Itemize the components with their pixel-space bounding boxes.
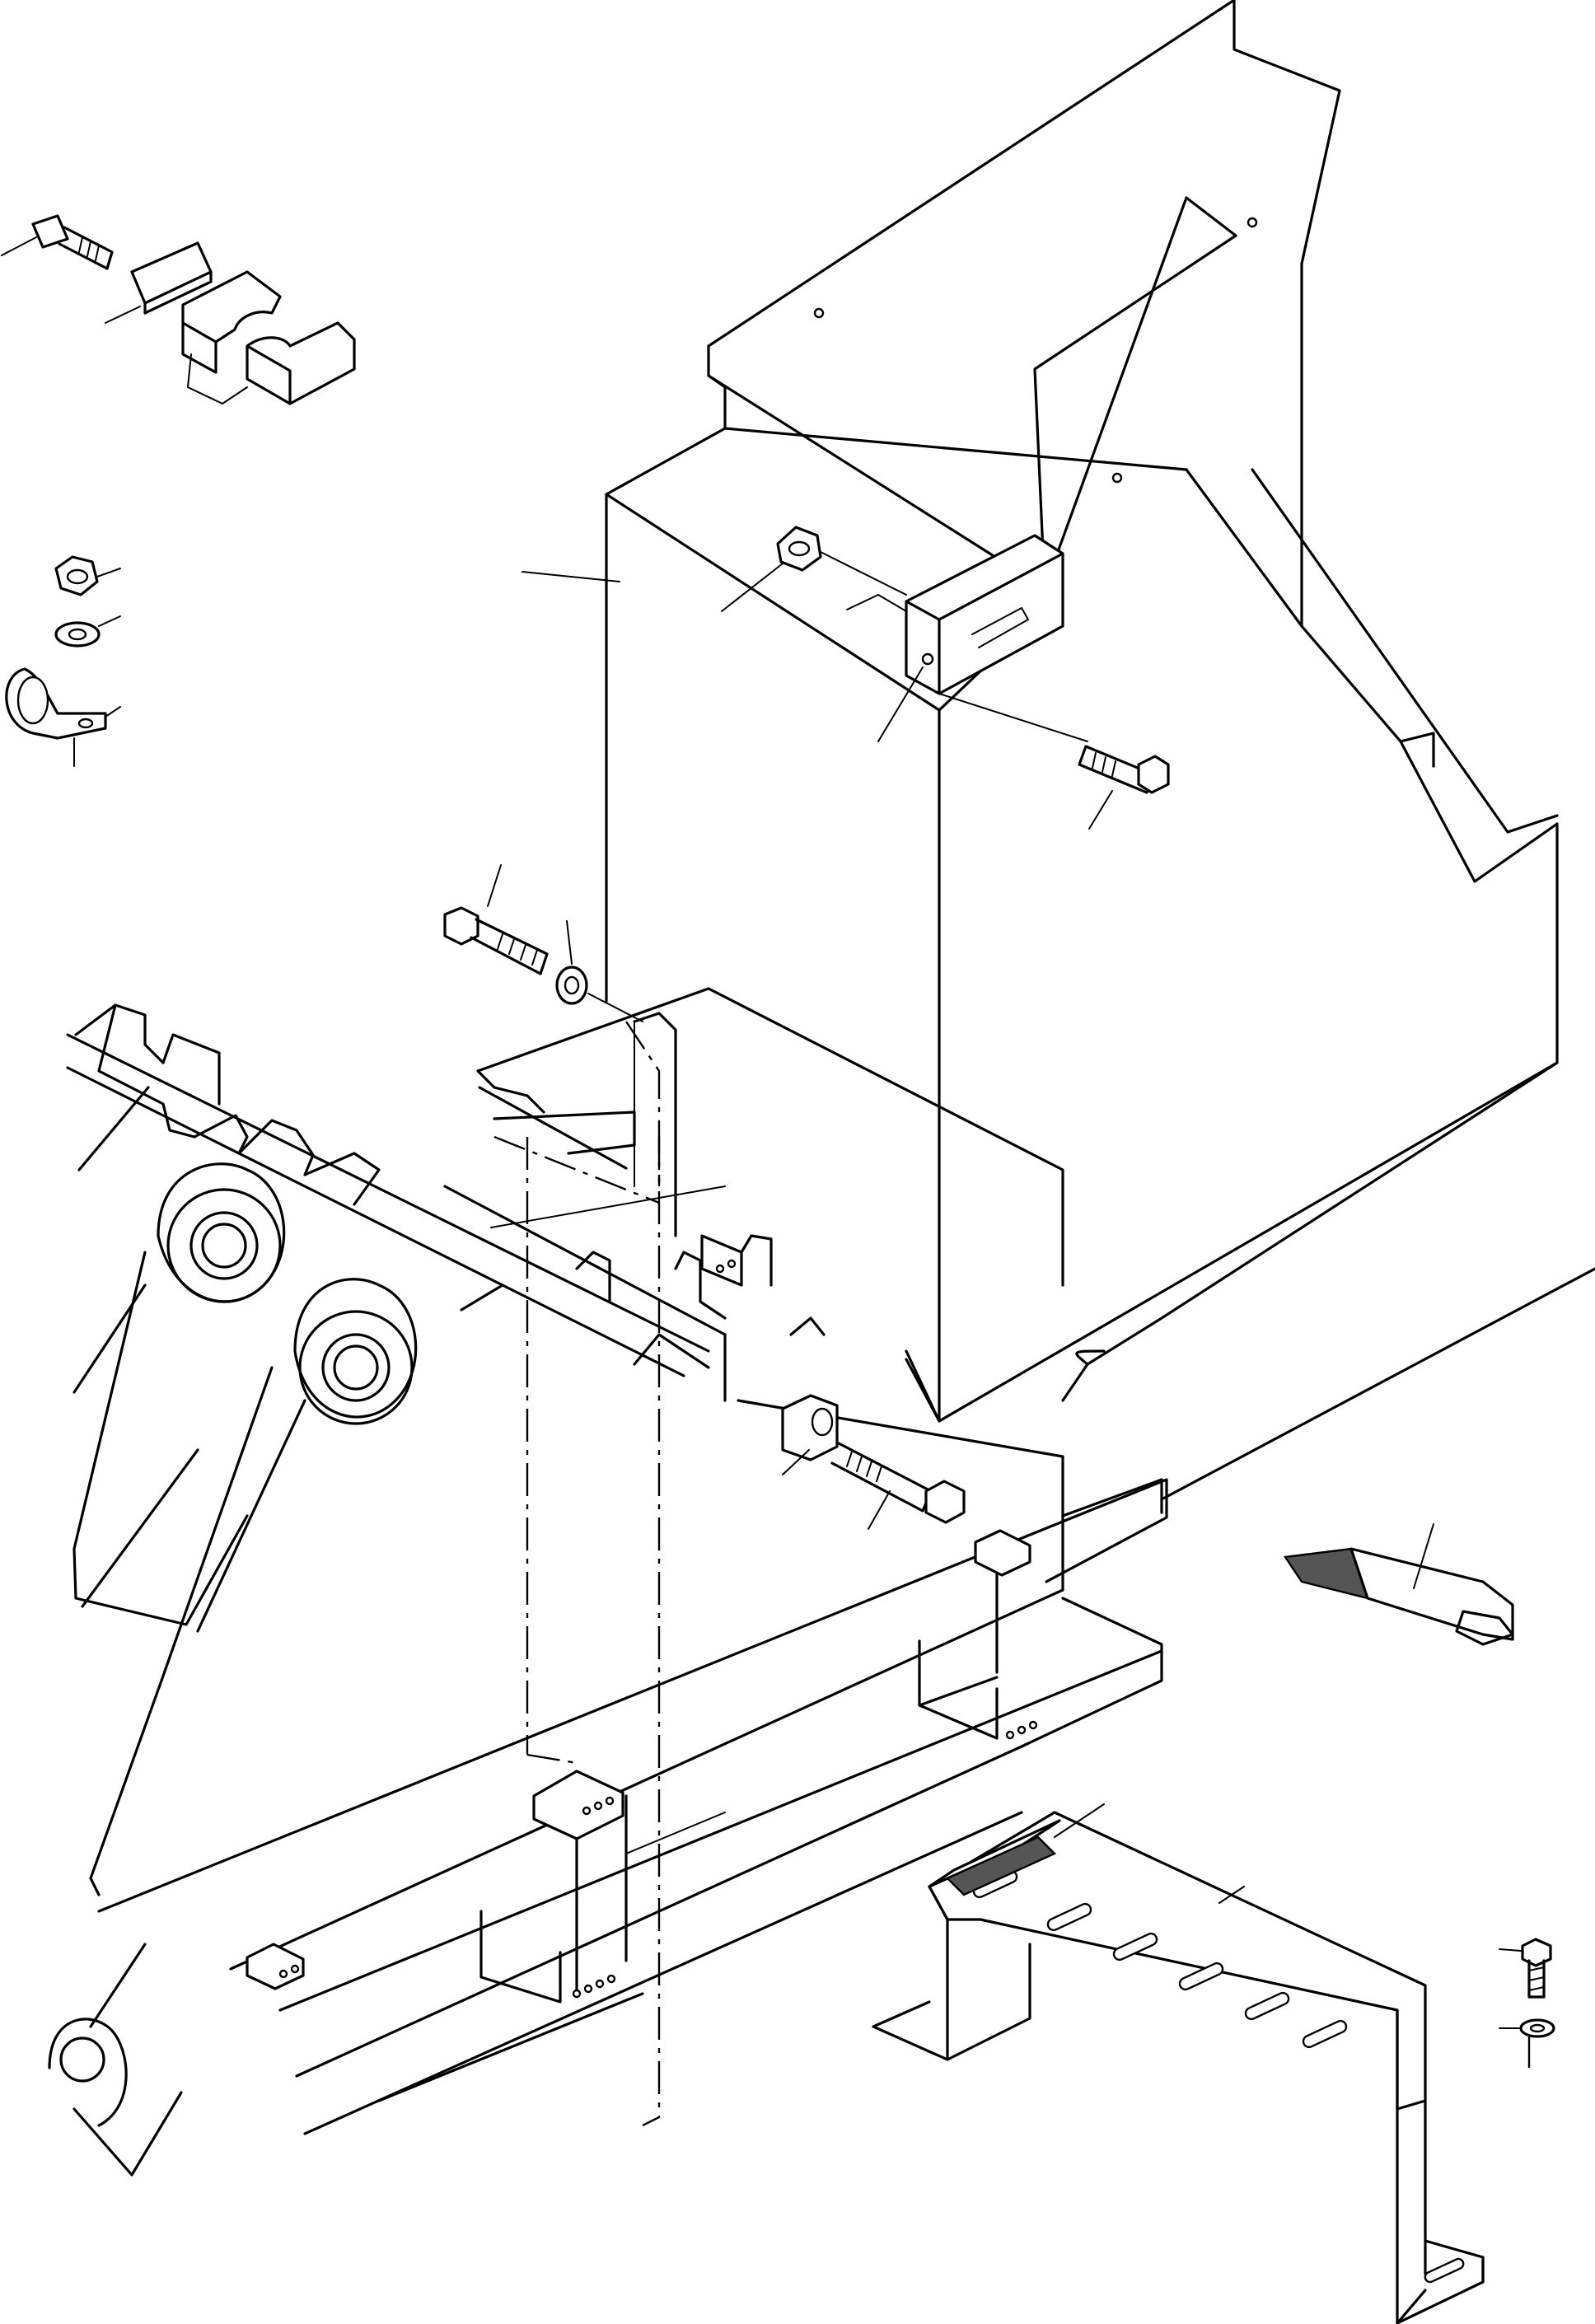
bolt-lower bbox=[830, 1442, 966, 1530]
bolt-mid bbox=[443, 864, 549, 975]
lift-arm bbox=[48, 1003, 710, 2177]
bolt-top-left bbox=[1, 214, 114, 270]
washer-step bbox=[1499, 2018, 1555, 2038]
pipe-clip bbox=[5, 667, 121, 767]
washer bbox=[54, 615, 121, 648]
nut-box bbox=[721, 526, 907, 612]
bolt-step bbox=[1499, 1938, 1552, 1999]
plate bbox=[105, 241, 213, 324]
washer-mid bbox=[555, 920, 588, 1005]
step bbox=[872, 1803, 1485, 2324]
strap bbox=[1283, 1523, 1514, 1646]
frame bbox=[97, 987, 1595, 2135]
clamp-halves bbox=[181, 270, 356, 405]
battery-box bbox=[522, 0, 1559, 1423]
spacer bbox=[781, 1394, 839, 1475]
nut bbox=[54, 555, 121, 596]
bolt-mid-leader bbox=[587, 993, 643, 1022]
bolt-box bbox=[938, 693, 1170, 830]
box-cover bbox=[877, 534, 1064, 742]
alignment-lines bbox=[493, 1021, 1531, 2127]
